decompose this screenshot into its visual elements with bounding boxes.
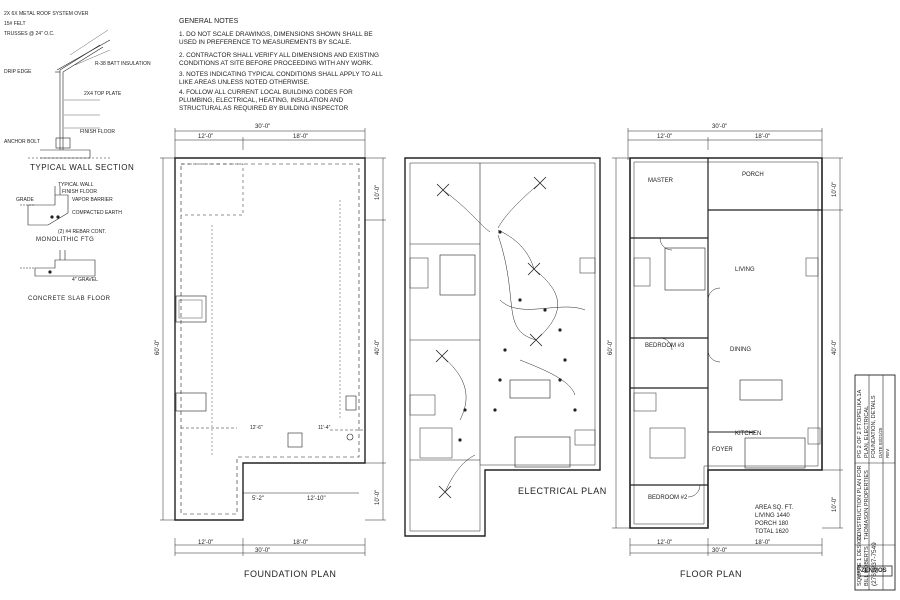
room-label-foyer: FOYER bbox=[712, 447, 733, 453]
electrical-plan-caption: ELECTRICAL PLAN bbox=[518, 486, 607, 496]
wall-callout: DRIP EDGE bbox=[4, 69, 32, 75]
foundation-plan bbox=[160, 128, 386, 556]
wall-callout: TRUSSES @ 24" O.C. bbox=[4, 31, 55, 37]
room-label-porch: PORCH bbox=[742, 172, 764, 178]
foundation-dim-inner: 12'-10" bbox=[307, 496, 326, 502]
wall-callout: 2X4 TOP PLATE bbox=[84, 91, 122, 97]
detail-label: (2) #4 REBAR CONT. bbox=[58, 229, 107, 235]
general-note-4: 4. FOLLOW ALL CURRENT LOCAL BUILDING COD… bbox=[179, 89, 353, 112]
title-sheet: PG 2 OF 2 FT.OPELIKA.1A bbox=[857, 389, 863, 458]
foundation-dim-inner: 5'-2" bbox=[252, 496, 264, 502]
slab-title: CONCRETE SLAB FLOOR bbox=[28, 296, 111, 302]
foundation-dim-top-right: 18'-0" bbox=[293, 134, 309, 140]
room-label-living: LIVING bbox=[735, 267, 755, 273]
wall-section-title: TYPICAL WALL SECTION bbox=[30, 163, 135, 172]
wall-callout: R-38 BATT INSULATION bbox=[95, 61, 151, 67]
floor-dim-bottom-left: 12'-0" bbox=[657, 540, 673, 546]
foundation-dim-top-total: 30'-0" bbox=[255, 124, 271, 130]
floor-dim-right-top: 10'-0" bbox=[832, 181, 838, 197]
floor-dim-right-bottom: 10'-0" bbox=[832, 496, 838, 512]
foundation-dim-right-mid: 40'-0" bbox=[375, 339, 381, 355]
wall-callout: FINISH FLOOR bbox=[80, 129, 116, 135]
title-date: DATE 03/21/25 bbox=[878, 427, 883, 458]
detail-label: GRADE bbox=[16, 197, 34, 203]
floor-dim-top-total: 30'-0" bbox=[712, 124, 728, 130]
room-label-bedroom3: BEDROOM #3 bbox=[645, 343, 685, 349]
detail-label: VAPOR BARRIER bbox=[72, 197, 113, 203]
foundation-dim-right-bottom: 10'-0" bbox=[375, 489, 381, 505]
detail-label: COMPACTED EARTH bbox=[72, 210, 122, 216]
foundation-plan-caption: FOUNDATION PLAN bbox=[244, 569, 337, 579]
title-designer: BILL ROBERTS bbox=[864, 546, 870, 586]
floor-dim-right-mid: 40'-0" bbox=[832, 339, 838, 355]
title-logo: ZENMOS bbox=[861, 568, 887, 574]
detail-label: FINISH FLOOR bbox=[62, 189, 98, 195]
detail-label: 4" GRAVEL bbox=[72, 277, 98, 283]
area-living: LIVING 1440 bbox=[755, 513, 790, 519]
floor-dim-bottom-right: 18'-0" bbox=[755, 540, 771, 546]
floor-dim-left-total: 60'-0" bbox=[608, 339, 614, 355]
room-label-dining: DINING bbox=[730, 347, 751, 353]
foundation-dim-bottom-total: 30'-0" bbox=[255, 548, 271, 554]
room-label-kitchen: KITCHEN bbox=[735, 431, 762, 437]
general-note-1: 1. DO NOT SCALE DRAWINGS, DIMENSIONS SHO… bbox=[179, 31, 373, 46]
title-rev: REV bbox=[885, 448, 890, 458]
general-notes-title: GENERAL NOTES bbox=[179, 18, 239, 25]
room-label-master: MASTER bbox=[648, 178, 674, 184]
title-company: SQUARE 1 DESIGN bbox=[857, 534, 863, 586]
floor-plan bbox=[612, 128, 843, 556]
foundation-dim-inner: 12'-6" bbox=[250, 425, 263, 431]
wall-callout: 15# FELT bbox=[4, 21, 26, 27]
general-note-2: 2. CONTRACTOR SHALL VERIFY ALL DIMENSION… bbox=[179, 52, 379, 67]
area-table-title: AREA SQ. FT. bbox=[755, 505, 794, 511]
title-client: THOMASON PROPERTIES bbox=[864, 470, 870, 540]
monolithic-title: MONOLITHIC FTG bbox=[36, 237, 95, 243]
floor-dim-top-left: 12'-0" bbox=[657, 134, 673, 140]
foundation-dim-bottom-left: 12'-0" bbox=[198, 540, 214, 546]
floor-dim-top-right: 18'-0" bbox=[755, 134, 771, 140]
title-contents-2: FOUNDATION, DETAILS bbox=[871, 395, 877, 458]
floor-plan-caption: FLOOR PLAN bbox=[680, 569, 743, 579]
foundation-dim-left-total: 60'-0" bbox=[155, 339, 161, 355]
title-project: CONSTRUCTION PLAN FOR bbox=[857, 465, 863, 540]
floor-dim-bottom-total: 30'-0" bbox=[712, 548, 728, 554]
foundation-dim-bottom-right: 18'-0" bbox=[293, 540, 309, 546]
electrical-plan bbox=[404, 157, 601, 537]
foundation-dim-inner: 11'-4" bbox=[318, 425, 331, 431]
wall-callout: 2X 6X METAL ROOF SYSTEM OVER bbox=[4, 11, 89, 17]
area-porch: PORCH 180 bbox=[755, 521, 789, 527]
general-note-3: 3. NOTES INDICATING TYPICAL CONDITIONS S… bbox=[179, 71, 383, 86]
wall-callout: ANCHOR BOLT bbox=[4, 139, 40, 145]
details bbox=[20, 29, 111, 277]
foundation-dim-right-top: 10'-0" bbox=[375, 184, 381, 200]
title-phone: (276) 237-7549 bbox=[871, 542, 878, 586]
title-contents: PLAN, ELECTRICAL bbox=[864, 405, 870, 458]
area-total: TOTAL 1620 bbox=[755, 529, 789, 535]
title-block bbox=[854, 374, 896, 591]
room-label-bedroom2: BEDROOM #2 bbox=[648, 495, 688, 501]
detail-label: TYPICAL WALL bbox=[58, 182, 94, 188]
foundation-dim-top-left: 12'-0" bbox=[198, 134, 214, 140]
